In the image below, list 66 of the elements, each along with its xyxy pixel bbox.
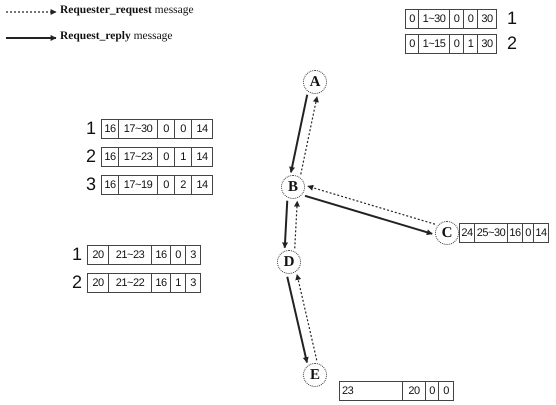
table-cell: 0 — [174, 118, 192, 138]
table-cell: 30 — [477, 34, 497, 54]
table-cell: 16 — [151, 244, 171, 264]
table-cell: 17~19 — [118, 174, 158, 194]
node-circle: B — [281, 175, 305, 199]
node-circle: A — [303, 70, 327, 94]
table-cell: 21~23 — [108, 244, 152, 264]
table-cell: 0 — [449, 8, 464, 28]
table-cell: 24 — [459, 223, 475, 243]
table-cell: 16 — [101, 174, 119, 194]
legend-text: Request_reply message — [60, 30, 173, 42]
table-cell: 16 — [151, 272, 171, 292]
arrow — [282, 200, 288, 248]
table-cell: 20 — [402, 381, 426, 401]
row-number: 1 — [84, 118, 97, 139]
node-circle: C — [435, 221, 459, 245]
table-cell: 1~15 — [418, 34, 450, 54]
table-cell: 0 — [405, 8, 419, 28]
table-cell: 14 — [533, 223, 549, 243]
table-cell: 17~23 — [118, 146, 158, 166]
legend-text: Requester_request message — [60, 4, 194, 16]
table-cell: 0 — [463, 8, 478, 28]
arrow — [294, 200, 300, 248]
table-cell: 16 — [101, 118, 119, 138]
table-cell: 0 — [405, 34, 419, 54]
table-cell: 3 — [185, 272, 201, 292]
row-number: 3 — [84, 174, 97, 195]
arrow — [295, 274, 318, 360]
table-cell: 0 — [157, 118, 175, 138]
table-cell: 1~30 — [418, 8, 450, 28]
table-cell: 0 — [170, 244, 186, 264]
table-cell: 25~30 — [474, 223, 508, 243]
table-cell: 1 — [174, 146, 192, 166]
table-cell: 16 — [101, 146, 119, 166]
table-cell: 0 — [425, 381, 439, 401]
table-cell: 2 — [174, 174, 192, 194]
table-cell: 0 — [157, 146, 175, 166]
table-cell: 16 — [507, 223, 523, 243]
table-cell: 1 — [463, 34, 478, 54]
node-circle: E — [303, 363, 327, 387]
row-number: 2 — [84, 146, 97, 167]
node-circle: D — [277, 250, 301, 274]
table-cell: 0 — [438, 381, 454, 401]
table-cell: 0 — [157, 174, 175, 194]
table-cell: 30 — [477, 8, 497, 28]
table-cell: 3 — [185, 244, 201, 264]
table-cell: 17~30 — [118, 118, 158, 138]
table-cell: 20 — [87, 244, 109, 264]
row-number: 2 — [70, 272, 83, 293]
table-cell: 0 — [449, 34, 464, 54]
table-cell: 21~22 — [108, 272, 152, 292]
arrow — [307, 184, 436, 225]
table-cell: 23 — [339, 381, 403, 401]
table-cell: 0 — [522, 223, 534, 243]
arrow — [289, 94, 308, 173]
arrow — [304, 194, 433, 236]
table-cell: 14 — [191, 118, 213, 138]
arrow — [286, 276, 309, 364]
table-cell: 1 — [170, 272, 186, 292]
arrow — [300, 96, 319, 174]
row-number: 1 — [70, 244, 83, 265]
table-cell: 14 — [191, 174, 213, 194]
table-cell: 20 — [87, 272, 109, 292]
row-number: 1 — [506, 8, 518, 29]
row-number: 2 — [506, 33, 518, 54]
table-cell: 14 — [191, 146, 213, 166]
